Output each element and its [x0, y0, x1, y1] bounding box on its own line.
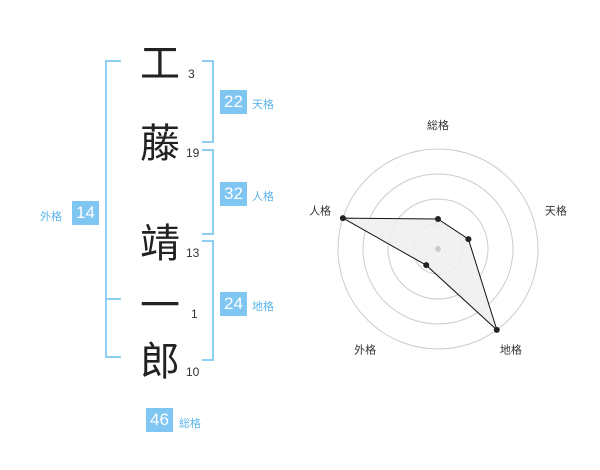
jinkaku-label: 人格 [252, 190, 274, 203]
tenkaku-bracket [202, 60, 214, 143]
stroke-count-2: 19 [186, 146, 200, 160]
chikaku-bracket [202, 240, 214, 361]
radar-point-2 [465, 236, 472, 243]
radar-axis-label-1: 総格 [427, 118, 449, 132]
chikaku-label: 地格 [252, 300, 274, 313]
gaikaku-label: 外格 [40, 210, 62, 223]
name-char-5: 郎 [140, 339, 180, 385]
name-char-4: 一 [140, 283, 180, 329]
radar-center [435, 246, 441, 252]
soukaku-label: 総格 [179, 417, 201, 430]
jinkaku-bracket [202, 149, 214, 235]
radar-ring-2 [387, 198, 489, 300]
gaikaku-bracket-lower [105, 296, 121, 358]
name-char-3: 靖 [140, 221, 180, 267]
stroke-count-5: 10 [186, 365, 200, 379]
radar-axis-label-4: 外格 [354, 342, 376, 356]
soukaku-value-badge: 46 [146, 408, 173, 432]
stroke-count-3: 13 [186, 246, 200, 260]
radar-point-3 [493, 326, 500, 333]
radar-point-5 [339, 215, 346, 222]
chikaku-value-badge: 24 [220, 292, 247, 316]
radar-axis-label-2: 天格 [545, 204, 567, 218]
radar-ring-3 [362, 173, 514, 325]
stroke-count-4: 1 [191, 307, 198, 321]
radar-area [342, 217, 498, 332]
radar-axis-label-5: 人格 [309, 204, 331, 218]
gaikaku-value-badge: 14 [72, 201, 99, 225]
stroke-count-1: 3 [188, 67, 195, 81]
radar-axis-label-3: 地格 [500, 342, 522, 356]
radar-point-4 [423, 262, 430, 269]
jinkaku-value-badge: 32 [220, 182, 247, 206]
name-char-1: 工 [140, 41, 180, 87]
gaikaku-bracket-upper [105, 60, 121, 300]
tenkaku-label: 天格 [252, 98, 274, 111]
name-char-2: 藤 [140, 121, 180, 167]
radar-ring-4 [337, 148, 539, 350]
tenkaku-value-badge: 22 [220, 90, 247, 114]
radar-point-1 [435, 216, 441, 222]
